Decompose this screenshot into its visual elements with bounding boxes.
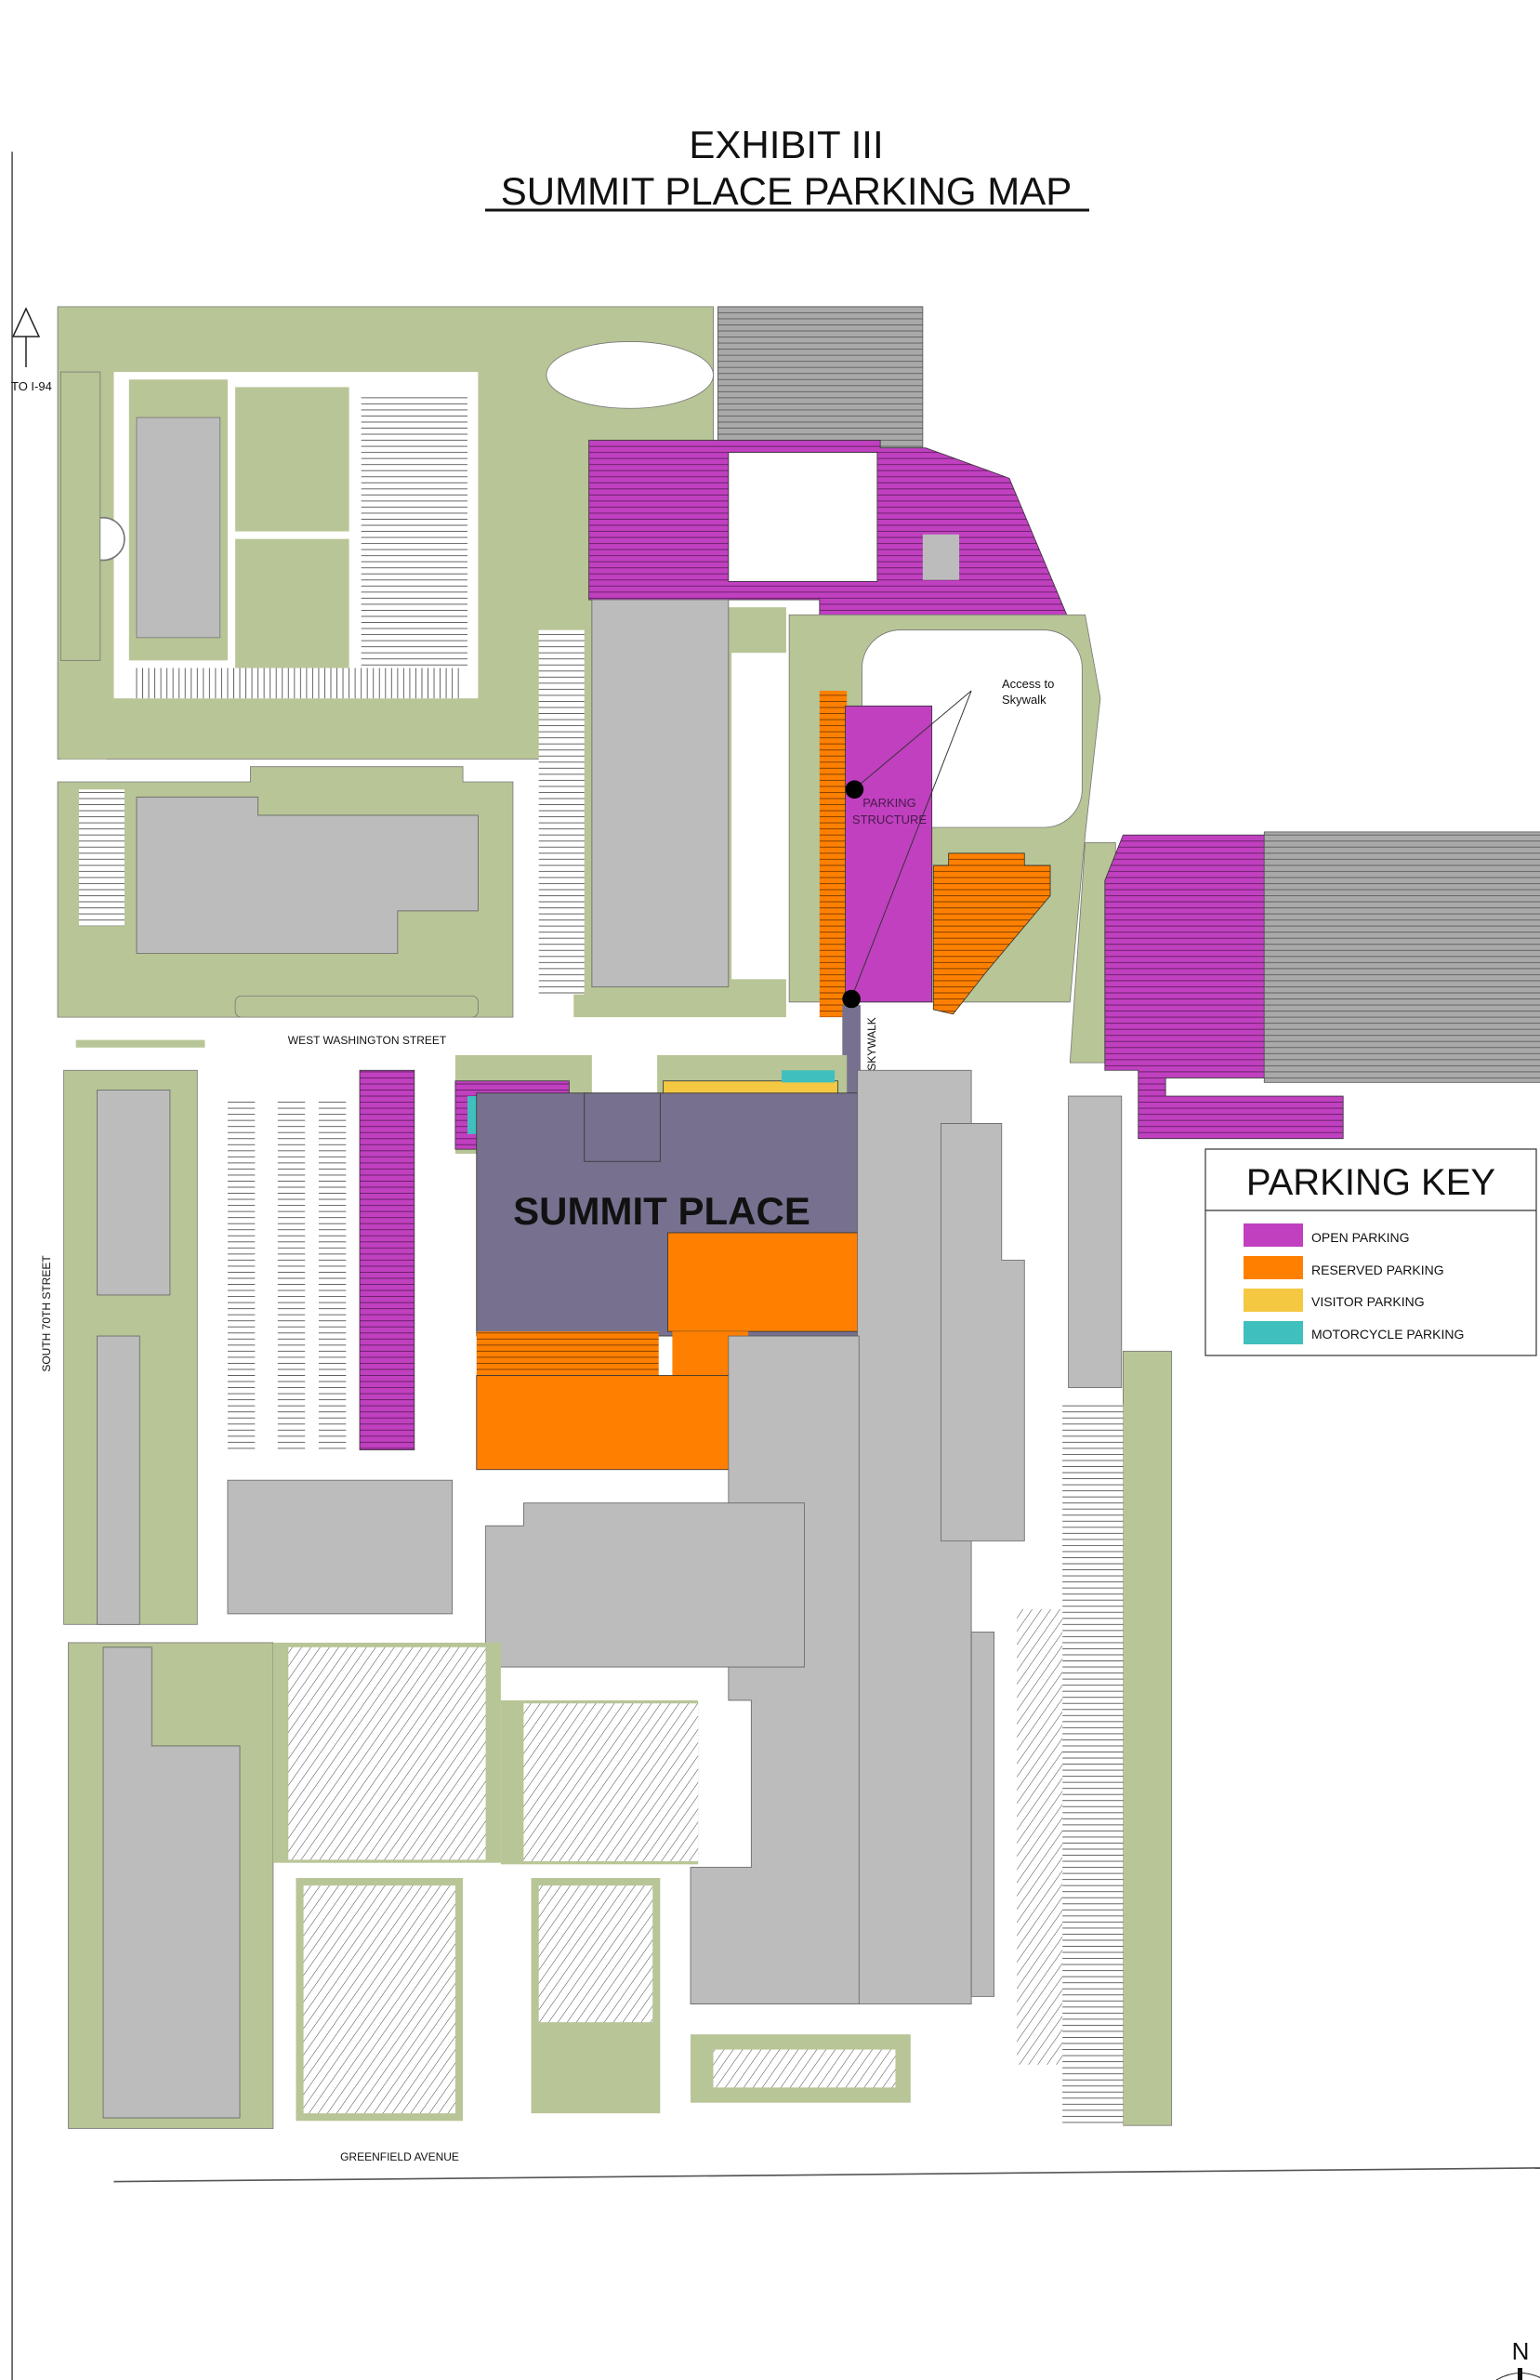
north-label: N [1512,2337,1530,2365]
reserved-parking-strip [819,691,848,1018]
legend-label: MOTORCYCLE PARKING [1311,1327,1464,1342]
legend-item-motorcycle: MOTORCYCLE PARKING [1244,1321,1464,1344]
arrow-up-icon [11,307,41,337]
access-point [842,989,861,1009]
legend-label: RESERVED PARKING [1311,1263,1444,1277]
legend-item-visitor: VISITOR PARKING [1244,1289,1425,1312]
street-label-west-washington: WEST WASHINGTON STREET [288,1034,447,1047]
mall-buildings [227,1069,1123,2004]
legend-swatch [1244,1321,1303,1344]
legend-swatch [1244,1256,1303,1279]
parking-structure-label-2: STRUCTURE [852,813,927,826]
open-parking-west [359,1069,415,1450]
gray-lot-north [717,306,924,452]
skywalk-label: SKYWALK [865,1017,878,1071]
access-label-1: Access to [1002,677,1054,691]
building [97,1335,140,1625]
legend-label: VISITOR PARKING [1311,1294,1425,1309]
to-highway-label: TO I-94 [11,379,52,393]
parking-structure-label-1: PARKING [862,796,916,810]
reserved-parking [476,1331,659,1378]
summit-place-label: SUMMIT PLACE [513,1189,810,1233]
building [136,796,479,954]
legend-item-reserved: RESERVED PARKING [1244,1256,1444,1279]
north-compass: N [1495,2337,1540,2380]
building [97,1090,171,1296]
gray-lot-east [1263,831,1540,1083]
access-point [845,780,864,799]
north-arrow-to-highway: TO I-94 [11,307,52,393]
building [591,599,730,987]
title-line-1: EXHIBIT III [689,123,883,166]
greenfield-road-edge [113,2167,1540,2183]
reserved-parking-east [932,853,1051,1015]
street-label-greenfield: GREENFIELD AVENUE [340,2150,459,2163]
title-line-2: SUMMIT PLACE PARKING MAP [501,169,1073,213]
legend-label: OPEN PARKING [1311,1230,1410,1245]
motorcycle-parking [781,1070,836,1083]
compass-needle-icon [1518,2368,1522,2380]
street-label-south-70th: SOUTH 70TH STREET [40,1255,53,1372]
parking-structure [845,705,933,1003]
legend-swatch [1244,1223,1303,1247]
access-label-2: Skywalk [1002,693,1046,707]
building [102,1646,241,2119]
skywalk-access-callout [842,690,972,1009]
legend-swatch [1244,1289,1303,1312]
parking-key-title: PARKING KEY [1246,1162,1495,1203]
legend-item-open: OPEN PARKING [1244,1223,1410,1247]
reserved-parking [667,1232,860,1332]
parking-key: PARKING KEY OPEN PARKING RESERVED PARKIN… [1204,1148,1537,1356]
building [136,416,221,639]
